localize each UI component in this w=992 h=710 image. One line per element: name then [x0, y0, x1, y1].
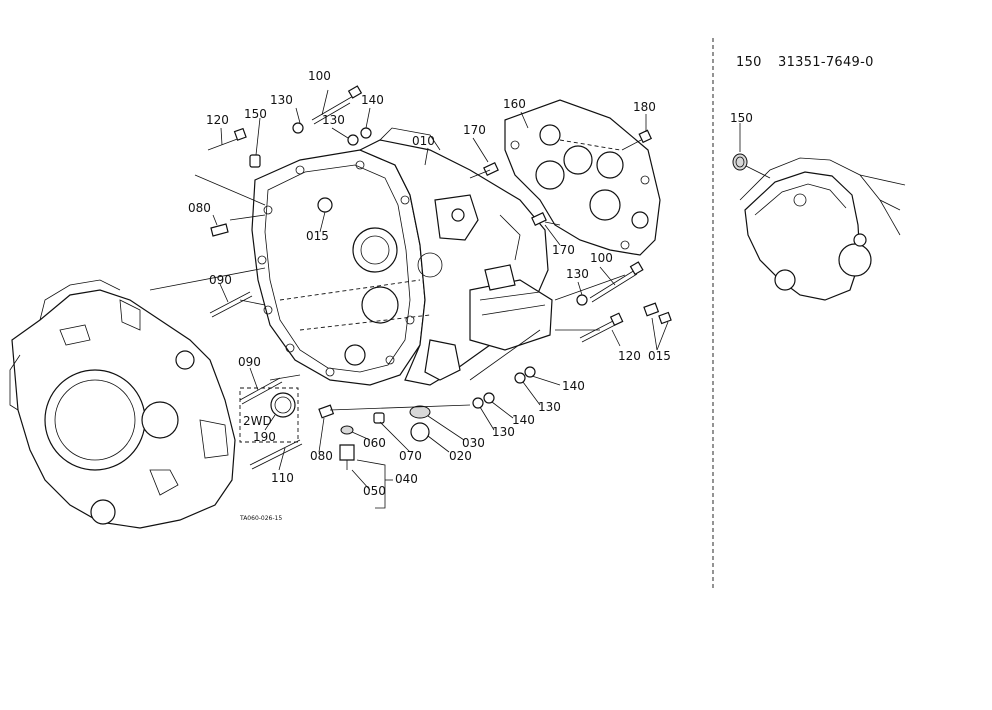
callout-150: 150: [244, 107, 267, 121]
header-part-number: 31351-7649-0: [778, 55, 874, 70]
callout-120-left: 120: [206, 113, 229, 127]
callout-140-right: 140: [562, 379, 585, 393]
callout-050: 050: [363, 484, 386, 498]
callout-110: 110: [271, 471, 294, 485]
callout-130-mid: 130: [322, 113, 345, 127]
callout-160: 160: [503, 97, 526, 111]
callout-180: 180: [633, 100, 656, 114]
header-ref: 150: [736, 55, 762, 70]
callout-140-top: 140: [361, 93, 384, 107]
callout-120-right: 120: [618, 349, 641, 363]
callout-130-lower: 130: [492, 425, 515, 439]
callout-010: 010: [412, 134, 435, 148]
drawing-code: TA060-026-15: [239, 515, 282, 522]
callout-100-top: 100: [308, 69, 331, 83]
callout-020: 020: [449, 449, 472, 463]
callout-090-lower: 090: [238, 355, 261, 369]
detail-inset: [732, 123, 906, 301]
callout-100-right: 100: [590, 251, 613, 265]
main-gear-case: [358, 127, 553, 386]
callout-130-lower-right: 130: [538, 400, 561, 414]
leader-lines: [149, 89, 669, 509]
callout-labels: 150 31351-7649-0 100 130 140 130 120 150…: [188, 55, 874, 522]
callout-040: 040: [395, 472, 418, 486]
inset-callout-150: 150: [730, 111, 753, 125]
callout-130-top: 130: [270, 93, 293, 107]
callout-090-upper: 090: [209, 273, 232, 287]
callout-130-right: 130: [566, 267, 589, 281]
callout-015-right: 015: [648, 349, 671, 363]
cover-plate-160: [504, 99, 661, 256]
callout-140-lower: 140: [512, 413, 535, 427]
callout-080-top: 080: [188, 201, 211, 215]
fasteners: [207, 85, 672, 470]
rear-transmission-case: [9, 279, 236, 529]
callout-030: 030: [462, 436, 485, 450]
callout-060: 060: [363, 436, 386, 450]
callout-170-top: 170: [463, 123, 486, 137]
callout-070: 070: [399, 449, 422, 463]
callout-170-lower: 170: [552, 243, 575, 257]
2wd-zone-outline: [239, 387, 299, 443]
callout-080-lower: 080: [310, 449, 333, 463]
callout-190: 190: [253, 430, 276, 444]
label-2wd: 2WD: [243, 414, 272, 428]
callout-015-left: 015: [306, 229, 329, 243]
mid-case-housing: [251, 149, 426, 386]
